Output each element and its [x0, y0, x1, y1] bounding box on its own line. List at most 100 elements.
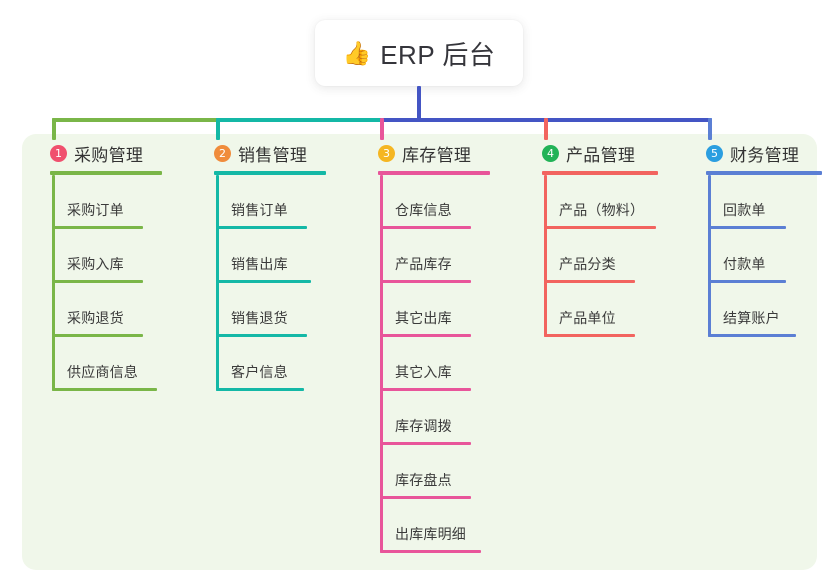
node-rule — [216, 388, 304, 391]
node-label: 付款单 — [723, 256, 766, 272]
bus-segment-3 — [380, 118, 712, 122]
column-spine-5 — [708, 175, 711, 337]
node-rule — [52, 388, 157, 391]
node-item[interactable]: 采购退货 — [34, 283, 162, 337]
column-spine-4 — [544, 175, 547, 337]
column-title-4: 产品管理 — [566, 145, 636, 165]
node-item[interactable]: 付款单 — [690, 229, 822, 283]
node-rule — [380, 550, 481, 553]
column-title-1: 采购管理 — [74, 145, 144, 165]
node-label: 供应商信息 — [67, 364, 138, 380]
node-item[interactable]: 其它入库 — [362, 337, 490, 391]
node-label: 其它出库 — [395, 310, 452, 326]
node-item[interactable]: 库存调拨 — [362, 391, 490, 445]
bus-segment-2 — [216, 118, 384, 122]
node-item[interactable]: 回款单 — [690, 175, 822, 229]
column-spine-3 — [380, 175, 383, 553]
node-item[interactable]: 库存盘点 — [362, 445, 490, 499]
node-rule — [380, 496, 471, 499]
column-5: 5 财务管理回款单付款单结算账户 — [690, 140, 822, 337]
node-rule — [216, 280, 311, 283]
column-header-rule-1 — [50, 171, 162, 175]
node-label: 采购入库 — [67, 256, 124, 272]
column-header-rule-4 — [542, 171, 658, 175]
node-rule — [708, 226, 786, 229]
column-header-1[interactable]: 1 采购管理 — [34, 140, 162, 166]
column-title-2: 销售管理 — [238, 145, 308, 165]
column-items-5: 回款单付款单结算账户 — [690, 175, 822, 337]
node-item[interactable]: 销售出库 — [198, 229, 326, 283]
node-label: 库存调拨 — [395, 418, 452, 434]
column-spine-1 — [52, 175, 55, 391]
node-item[interactable]: 采购入库 — [34, 229, 162, 283]
column-1: 1 采购管理采购订单采购入库采购退货供应商信息 — [34, 140, 162, 391]
root-title-inner: 👍 ERP 后台 — [343, 35, 496, 72]
node-label: 回款单 — [723, 202, 766, 218]
node-rule — [380, 280, 471, 283]
node-label: 仓库信息 — [395, 202, 452, 218]
node-label: 采购退货 — [67, 310, 124, 326]
node-item[interactable]: 产品分类 — [526, 229, 658, 283]
node-item[interactable]: 仓库信息 — [362, 175, 490, 229]
node-item[interactable]: 供应商信息 — [34, 337, 162, 391]
node-item[interactable]: 销售退货 — [198, 283, 326, 337]
node-label: 销售退货 — [231, 310, 288, 326]
node-rule — [380, 388, 471, 391]
node-rule — [544, 280, 635, 283]
node-label: 产品（物料） — [559, 202, 645, 218]
column-spine-2 — [216, 175, 219, 391]
column-items-3: 仓库信息产品库存其它出库其它入库库存调拨库存盘点出库库明细 — [362, 175, 490, 553]
node-item[interactable]: 结算账户 — [690, 283, 822, 337]
node-rule — [380, 334, 471, 337]
column-badge-1: 1 — [50, 144, 67, 162]
column-title-3: 库存管理 — [402, 145, 472, 165]
trunk-line — [417, 86, 421, 122]
node-label: 产品单位 — [559, 310, 616, 326]
node-item[interactable]: 产品单位 — [526, 283, 658, 337]
column-items-2: 销售订单销售出库销售退货客户信息 — [198, 175, 326, 391]
node-label: 产品分类 — [559, 256, 616, 272]
column-header-rule-3 — [378, 171, 490, 175]
node-label: 采购订单 — [67, 202, 124, 218]
node-item[interactable]: 出库库明细 — [362, 499, 490, 553]
column-4: 4 产品管理产品（物料） 产品分类产品单位 — [526, 140, 658, 337]
column-badge-4: 4 — [542, 144, 559, 162]
node-rule — [216, 226, 307, 229]
node-label: 结算账户 — [723, 310, 780, 326]
node-item[interactable]: 产品（物料） — [526, 175, 658, 229]
node-rule — [52, 226, 143, 229]
node-rule — [708, 334, 796, 337]
column-header-5[interactable]: 5 财务管理 — [690, 140, 822, 166]
node-rule — [544, 226, 656, 229]
node-label: 销售出库 — [231, 256, 288, 272]
node-item[interactable]: 销售订单 — [198, 175, 326, 229]
column-title-5: 财务管理 — [730, 145, 800, 165]
node-item[interactable]: 客户信息 — [198, 337, 326, 391]
thumbs-up-icon: 👍 — [342, 39, 372, 66]
node-item[interactable]: 产品库存 — [362, 229, 490, 283]
bus-segment-1 — [52, 118, 220, 122]
column-header-rule-2 — [214, 171, 326, 175]
root-title-text: ERP 后台 — [380, 39, 496, 70]
node-rule — [52, 280, 143, 283]
column-header-4[interactable]: 4 产品管理 — [526, 140, 658, 166]
node-label: 销售订单 — [231, 202, 288, 218]
node-label: 库存盘点 — [395, 472, 452, 488]
node-rule — [216, 334, 307, 337]
column-badge-5: 5 — [706, 144, 723, 162]
node-label: 出库库明细 — [395, 526, 466, 542]
node-item[interactable]: 其它出库 — [362, 283, 490, 337]
node-label: 产品库存 — [395, 256, 452, 272]
column-header-rule-5 — [706, 171, 822, 175]
root-title-card[interactable]: 👍 ERP 后台 — [315, 20, 523, 86]
node-label: 其它入库 — [395, 364, 452, 380]
node-rule — [52, 334, 143, 337]
node-label: 客户信息 — [231, 364, 288, 380]
node-item[interactable]: 采购订单 — [34, 175, 162, 229]
node-rule — [708, 280, 786, 283]
